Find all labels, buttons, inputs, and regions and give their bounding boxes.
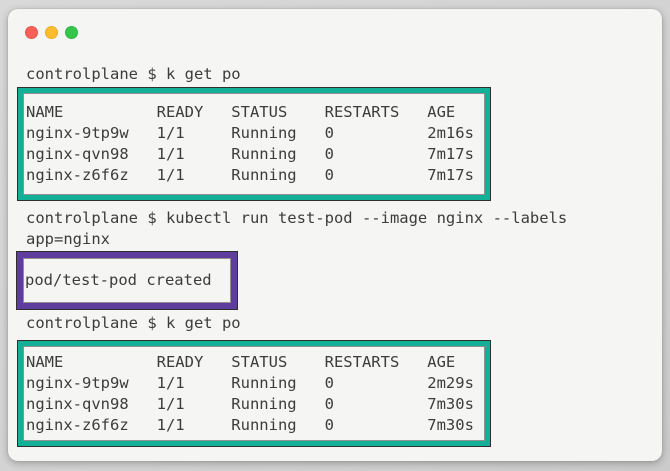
command-line-2b: app=nginx [26, 230, 110, 248]
pod-table-1: NAME READY STATUS RESTARTS AGE nginx-9tp… [26, 103, 474, 184]
highlight-box-table-1: NAME READY STATUS RESTARTS AGE nginx-9tp… [18, 88, 490, 200]
minimize-button[interactable] [45, 26, 58, 39]
zoom-button[interactable] [65, 26, 78, 39]
pod-table-2: NAME READY STATUS RESTARTS AGE nginx-9tp… [26, 353, 474, 434]
terminal-output: controlplane $ k get po NAME READY STATU… [8, 9, 662, 461]
command-line-3: controlplane $ k get po [26, 314, 241, 332]
command-line-2: controlplane $ kubectl run test-pod --im… [26, 208, 567, 250]
titlebar[interactable] [8, 9, 662, 53]
highlight-box-table-2: NAME READY STATUS RESTARTS AGE nginx-9tp… [18, 341, 490, 446]
window-controls [25, 26, 78, 39]
command-line-1: controlplane $ k get po [26, 65, 241, 83]
terminal-window: controlplane $ k get po NAME READY STATU… [8, 9, 662, 461]
close-button[interactable] [25, 26, 38, 39]
result-message: pod/test-pod created [25, 271, 212, 289]
highlight-box-result: pod/test-pod created [17, 252, 237, 309]
command-line-2a: controlplane $ kubectl run test-pod --im… [26, 209, 568, 227]
